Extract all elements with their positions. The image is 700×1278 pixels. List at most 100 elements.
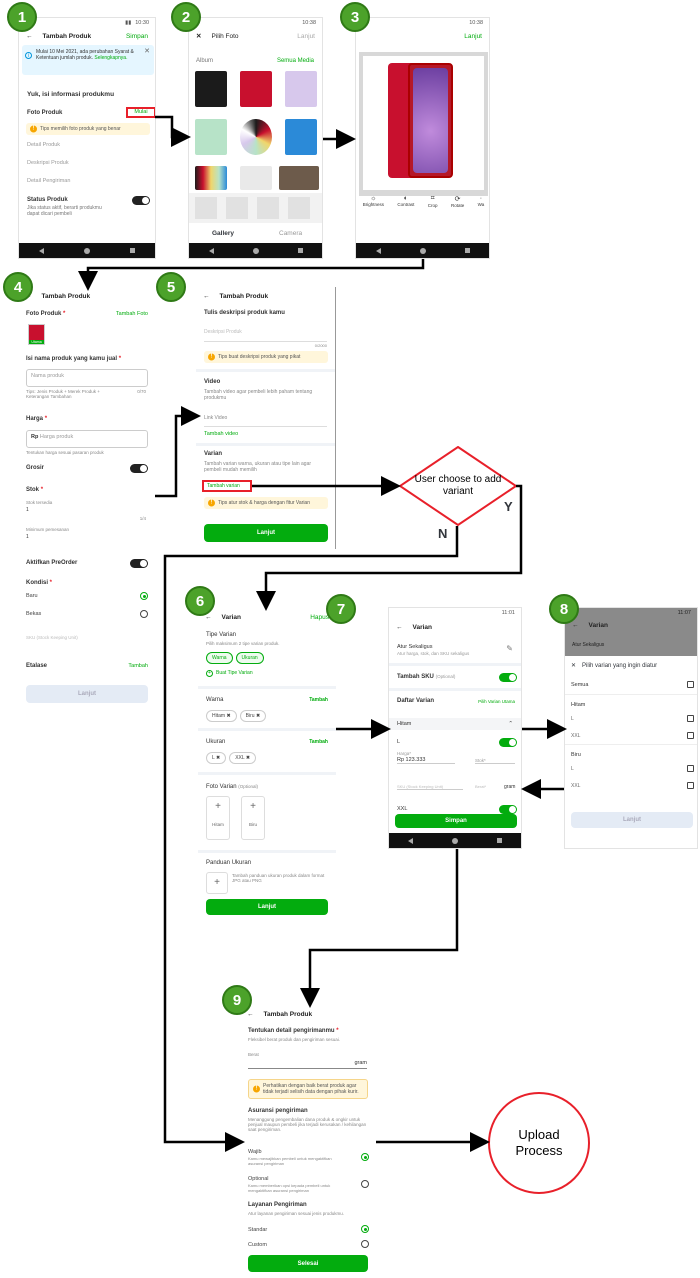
stok-field[interactable]: Stok* bbox=[475, 758, 515, 764]
simpan-button[interactable]: Simpan bbox=[125, 32, 148, 40]
status-toggle[interactable] bbox=[132, 196, 150, 205]
photo-thumb[interactable] bbox=[240, 71, 272, 107]
tab-gallery[interactable]: Gallery bbox=[212, 230, 235, 237]
back-arrow-icon[interactable]: ← bbox=[203, 292, 210, 300]
back-arrow-icon[interactable]: ← bbox=[396, 623, 403, 631]
detail-pengiriman-item[interactable]: Detail Pengiriman bbox=[27, 178, 71, 184]
photo-thumb[interactable] bbox=[195, 166, 227, 190]
tambah-video-link[interactable]: Tambah video bbox=[204, 431, 239, 437]
remove-icon[interactable]: ✖ bbox=[245, 755, 251, 761]
baru-option[interactable]: Baru bbox=[26, 593, 38, 599]
sku-field[interactable]: SKU (Stock Keeping Unit) bbox=[397, 784, 463, 790]
hitam-group-header[interactable]: Hitam⌃ bbox=[389, 718, 521, 730]
harga-input[interactable]: Rp Harga produk bbox=[26, 430, 148, 448]
close-icon[interactable]: ✕ bbox=[571, 663, 577, 669]
buat-tipe-varian-button[interactable]: +Buat Tipe Varian bbox=[206, 670, 328, 677]
standar-option[interactable]: Standar bbox=[248, 1227, 268, 1233]
detail-produk-item[interactable]: Detail Produk bbox=[27, 142, 61, 148]
photo-thumb[interactable] bbox=[279, 166, 319, 190]
home-nav-icon[interactable] bbox=[252, 247, 259, 254]
photo-thumb[interactable] bbox=[240, 166, 272, 190]
banner-link[interactable]: Selengkapnya. bbox=[94, 55, 128, 61]
chip-ukuran[interactable]: Ukuran bbox=[235, 652, 264, 664]
contrast-tool[interactable]: ◐Contrast bbox=[397, 195, 414, 215]
biru-l-option[interactable]: L bbox=[571, 766, 574, 772]
lanjut-button[interactable]: Lanjut bbox=[571, 812, 693, 828]
nama-produk-input[interactable]: Nama produk bbox=[26, 369, 148, 387]
photo-thumb[interactable] bbox=[285, 71, 317, 107]
recents-nav-icon[interactable] bbox=[130, 248, 135, 253]
pilih-varian-utama-link[interactable]: Pilih Varian Utama bbox=[478, 699, 515, 704]
foto-varian-biru[interactable]: +Biru bbox=[241, 796, 265, 840]
mulai-button[interactable]: Mulai bbox=[126, 107, 155, 118]
back-nav-icon[interactable] bbox=[39, 247, 44, 254]
harga-field[interactable]: Rp 123.333 bbox=[397, 757, 455, 764]
recents-nav-icon[interactable] bbox=[496, 838, 502, 843]
chip-biru[interactable]: Biru ✖ bbox=[239, 710, 267, 722]
custom-option[interactable]: Custom bbox=[248, 1242, 267, 1248]
edit-icon[interactable]: ✎ bbox=[506, 644, 513, 653]
bekas-option[interactable]: Bekas bbox=[26, 611, 42, 617]
preorder-toggle[interactable] bbox=[130, 559, 148, 568]
wajib-radio[interactable] bbox=[361, 1153, 369, 1161]
home-nav-icon[interactable] bbox=[419, 247, 426, 254]
close-icon[interactable]: ✕ bbox=[144, 48, 150, 55]
simpan-button[interactable]: Simpan bbox=[395, 814, 517, 828]
back-nav-icon[interactable] bbox=[375, 247, 381, 254]
stok-input[interactable]: 1 bbox=[26, 507, 29, 513]
back-arrow-icon[interactable]: ← bbox=[572, 621, 579, 629]
brightness-tool[interactable]: ☼Brightness bbox=[363, 195, 384, 215]
remove-icon[interactable]: ✖ bbox=[255, 713, 261, 719]
sku-input[interactable]: SKU (Stock Keeping Unit) bbox=[26, 635, 78, 640]
photo-thumb[interactable] bbox=[285, 119, 317, 155]
recents-nav-icon[interactable] bbox=[297, 248, 303, 253]
chip-xxl[interactable]: XXL ✖ bbox=[229, 752, 257, 764]
grosir-toggle[interactable] bbox=[130, 464, 148, 473]
chip-l[interactable]: L ✖ bbox=[206, 752, 227, 764]
remove-icon[interactable]: ✖ bbox=[216, 755, 221, 761]
panduan-upload[interactable]: + bbox=[206, 872, 228, 894]
hitam-l-option[interactable]: L bbox=[571, 716, 574, 722]
min-pemesanan-input[interactable]: 1 bbox=[26, 534, 29, 540]
back-arrow-icon[interactable]: ← bbox=[26, 32, 33, 40]
close-icon[interactable]: ✕ bbox=[196, 33, 202, 40]
photo-thumb[interactable] bbox=[195, 119, 227, 155]
crop-tool[interactable]: ⌗Crop bbox=[428, 195, 438, 215]
biru-xxl-checkbox[interactable] bbox=[687, 782, 694, 789]
variant-xxl-toggle[interactable] bbox=[499, 805, 517, 814]
warmth-tool[interactable]: ·Wa bbox=[478, 195, 485, 215]
recents-nav-icon[interactable] bbox=[464, 248, 470, 253]
etalase-tambah-link[interactable]: Tambah bbox=[128, 663, 148, 669]
tab-camera[interactable]: Camera bbox=[279, 230, 303, 237]
photo-thumb[interactable] bbox=[240, 119, 272, 155]
chip-hitam[interactable]: Hitam ✖ bbox=[206, 710, 237, 722]
standar-radio[interactable] bbox=[361, 1225, 369, 1233]
lanjut-button[interactable]: Lanjut bbox=[297, 32, 315, 40]
back-nav-icon[interactable] bbox=[208, 247, 214, 254]
hitam-l-checkbox[interactable] bbox=[687, 715, 694, 722]
lanjut-button[interactable]: Lanjut bbox=[464, 32, 482, 40]
selesai-button[interactable]: Selesai bbox=[248, 1255, 368, 1272]
lanjut-button[interactable]: Lanjut bbox=[204, 524, 328, 542]
tambah-varian-link[interactable]: Tambah varian bbox=[202, 480, 252, 492]
semua-checkbox[interactable] bbox=[687, 681, 694, 688]
chip-warna[interactable]: Warna bbox=[206, 652, 233, 664]
deskripsi-input[interactable]: Deskripsi Produk bbox=[204, 329, 327, 342]
album-label[interactable]: Album bbox=[196, 58, 214, 64]
remove-icon[interactable]: ✖ bbox=[226, 713, 231, 719]
biru-xxl-option[interactable]: XXL bbox=[571, 783, 581, 789]
semua-option[interactable]: Semua bbox=[571, 682, 589, 688]
lanjut-button[interactable]: Lanjut bbox=[26, 685, 148, 703]
link-video-input[interactable]: Link Video bbox=[204, 415, 327, 427]
back-arrow-icon[interactable]: ← bbox=[247, 1010, 254, 1018]
hitam-xxl-option[interactable]: XXL bbox=[571, 733, 581, 739]
product-photo-thumb[interactable]: Utama bbox=[28, 324, 45, 345]
sku-toggle[interactable] bbox=[499, 673, 517, 682]
berat-field[interactable]: Berat* bbox=[475, 784, 487, 789]
home-nav-icon[interactable] bbox=[84, 247, 90, 254]
rotate-tool[interactable]: ⟳Rotate bbox=[451, 195, 464, 215]
berat-input[interactable]: gram bbox=[248, 1060, 367, 1069]
ukuran-tambah-link[interactable]: Tambah bbox=[309, 739, 328, 745]
variant-l-toggle[interactable] bbox=[499, 738, 517, 747]
tambah-foto-link[interactable]: Tambah Foto bbox=[115, 311, 148, 317]
